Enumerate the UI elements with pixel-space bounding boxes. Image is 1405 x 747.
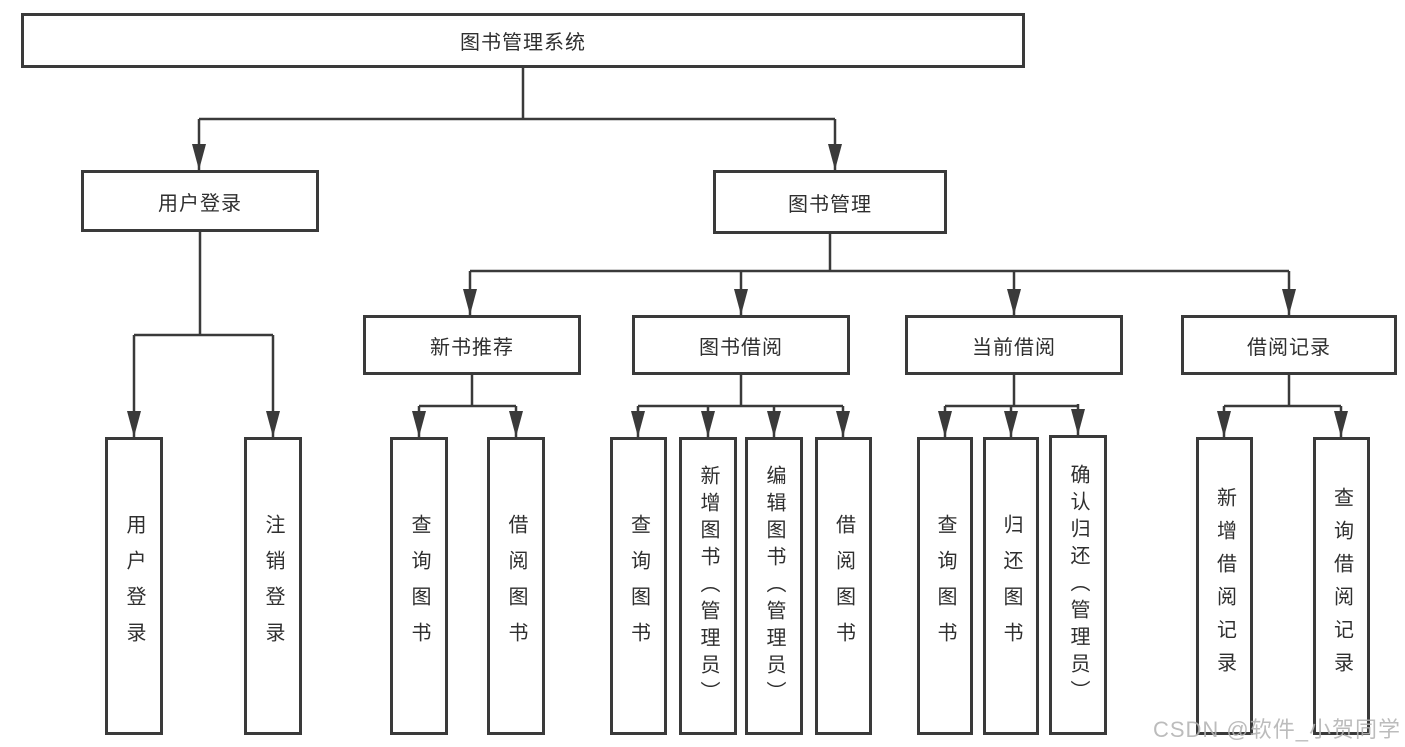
- node-borrow-records: 借阅记录: [1181, 315, 1397, 375]
- leaf-label: 新增图书（管理员）: [697, 464, 719, 708]
- node-label: 用户登录: [158, 192, 242, 215]
- leaf-borrow-books-recommend: 借阅图书: [487, 437, 545, 735]
- leaf-label: 查询图书: [627, 514, 650, 658]
- node-label: 当前借阅: [972, 336, 1056, 359]
- node-book-management: 图书管理: [713, 170, 947, 234]
- leaf-return-book: 归还图书: [983, 437, 1039, 735]
- leaf-add-borrow-record: 新增借阅记录: [1196, 437, 1253, 735]
- node-label: 图书管理系统: [460, 32, 586, 54]
- node-user-login: 用户登录: [81, 170, 319, 232]
- node-label: 图书借阅: [699, 336, 783, 359]
- node-library-system: 图书管理系统: [21, 13, 1025, 68]
- leaf-label: 查询图书: [934, 514, 956, 658]
- leaf-label: 用户登录: [123, 514, 145, 658]
- leaf-label: 编辑图书（管理员）: [763, 464, 785, 708]
- leaf-label: 查询图书: [408, 514, 430, 658]
- leaf-confirm-return-admin: 确认归还（管理员）: [1049, 435, 1107, 735]
- node-new-book-recommend: 新书推荐: [363, 315, 581, 375]
- leaf-label: 借阅图书: [832, 514, 855, 658]
- node-label: 新书推荐: [430, 336, 514, 359]
- leaf-query-books-current: 查询图书: [917, 437, 973, 735]
- leaf-logout: 注销登录: [244, 437, 302, 735]
- leaf-query-books-recommend: 查询图书: [390, 437, 448, 735]
- node-label: 图书管理: [788, 193, 872, 216]
- leaf-query-borrow-record: 查询借阅记录: [1313, 437, 1370, 735]
- leaf-user-login: 用户登录: [105, 437, 163, 735]
- node-current-borrow: 当前借阅: [905, 315, 1123, 375]
- leaf-label: 归还图书: [1000, 514, 1022, 658]
- node-label: 借阅记录: [1247, 336, 1331, 359]
- node-book-borrow: 图书借阅: [632, 315, 850, 375]
- leaf-edit-book-admin: 编辑图书（管理员）: [745, 437, 803, 735]
- leaf-label: 查询借阅记录: [1330, 487, 1353, 685]
- leaf-label: 新增借阅记录: [1213, 487, 1236, 685]
- leaf-label: 借阅图书: [505, 514, 527, 658]
- csdn-watermark: CSDN @软件_小贺同学: [1152, 717, 1401, 742]
- leaf-add-book-admin: 新增图书（管理员）: [679, 437, 737, 735]
- leaf-label: 注销登录: [262, 514, 284, 658]
- leaf-query-books-borrow: 查询图书: [610, 437, 667, 735]
- leaf-label: 确认归还（管理员）: [1067, 463, 1089, 707]
- leaf-borrow-books: 借阅图书: [815, 437, 872, 735]
